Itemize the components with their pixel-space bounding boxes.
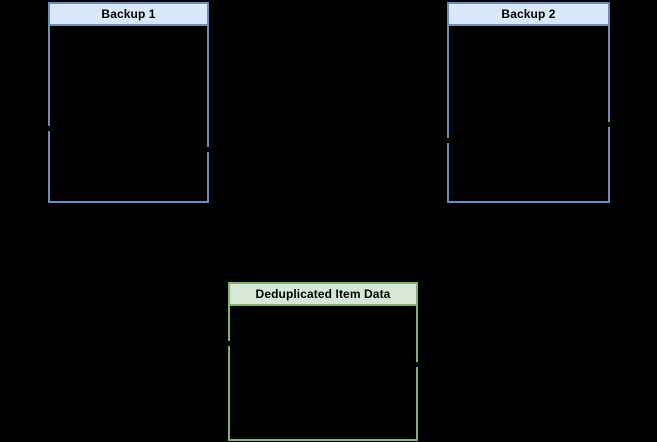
node-deduplicated-item-data[interactable]: Deduplicated Item Data xyxy=(227,282,419,441)
node-backup-2-body xyxy=(449,26,608,201)
node-backup-1[interactable]: Backup 1 xyxy=(47,2,210,203)
node-backup-1-title: Backup 1 xyxy=(50,4,207,26)
node-deduplicated-item-data-body xyxy=(230,306,416,439)
node-backup-2[interactable]: Backup 2 xyxy=(446,2,611,203)
node-backup-2-title: Backup 2 xyxy=(449,4,608,26)
node-backup-1-body xyxy=(50,26,207,201)
node-deduplicated-item-data-title: Deduplicated Item Data xyxy=(230,284,416,306)
